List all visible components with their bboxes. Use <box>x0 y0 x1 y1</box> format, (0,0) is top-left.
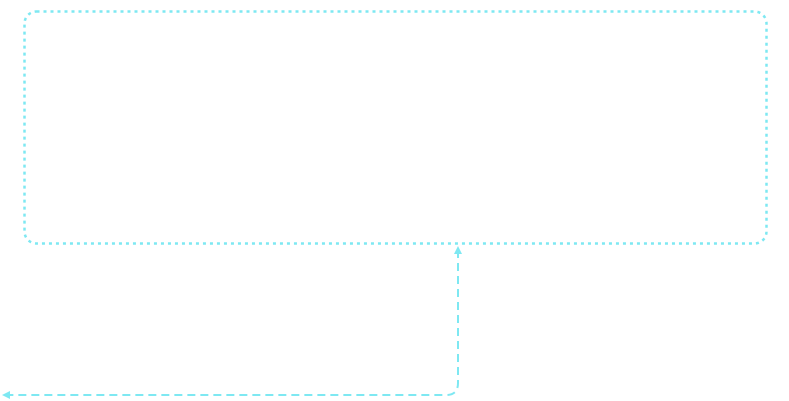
dashed-connector-arrow <box>2 246 462 399</box>
dotted-container-box <box>23 10 768 245</box>
